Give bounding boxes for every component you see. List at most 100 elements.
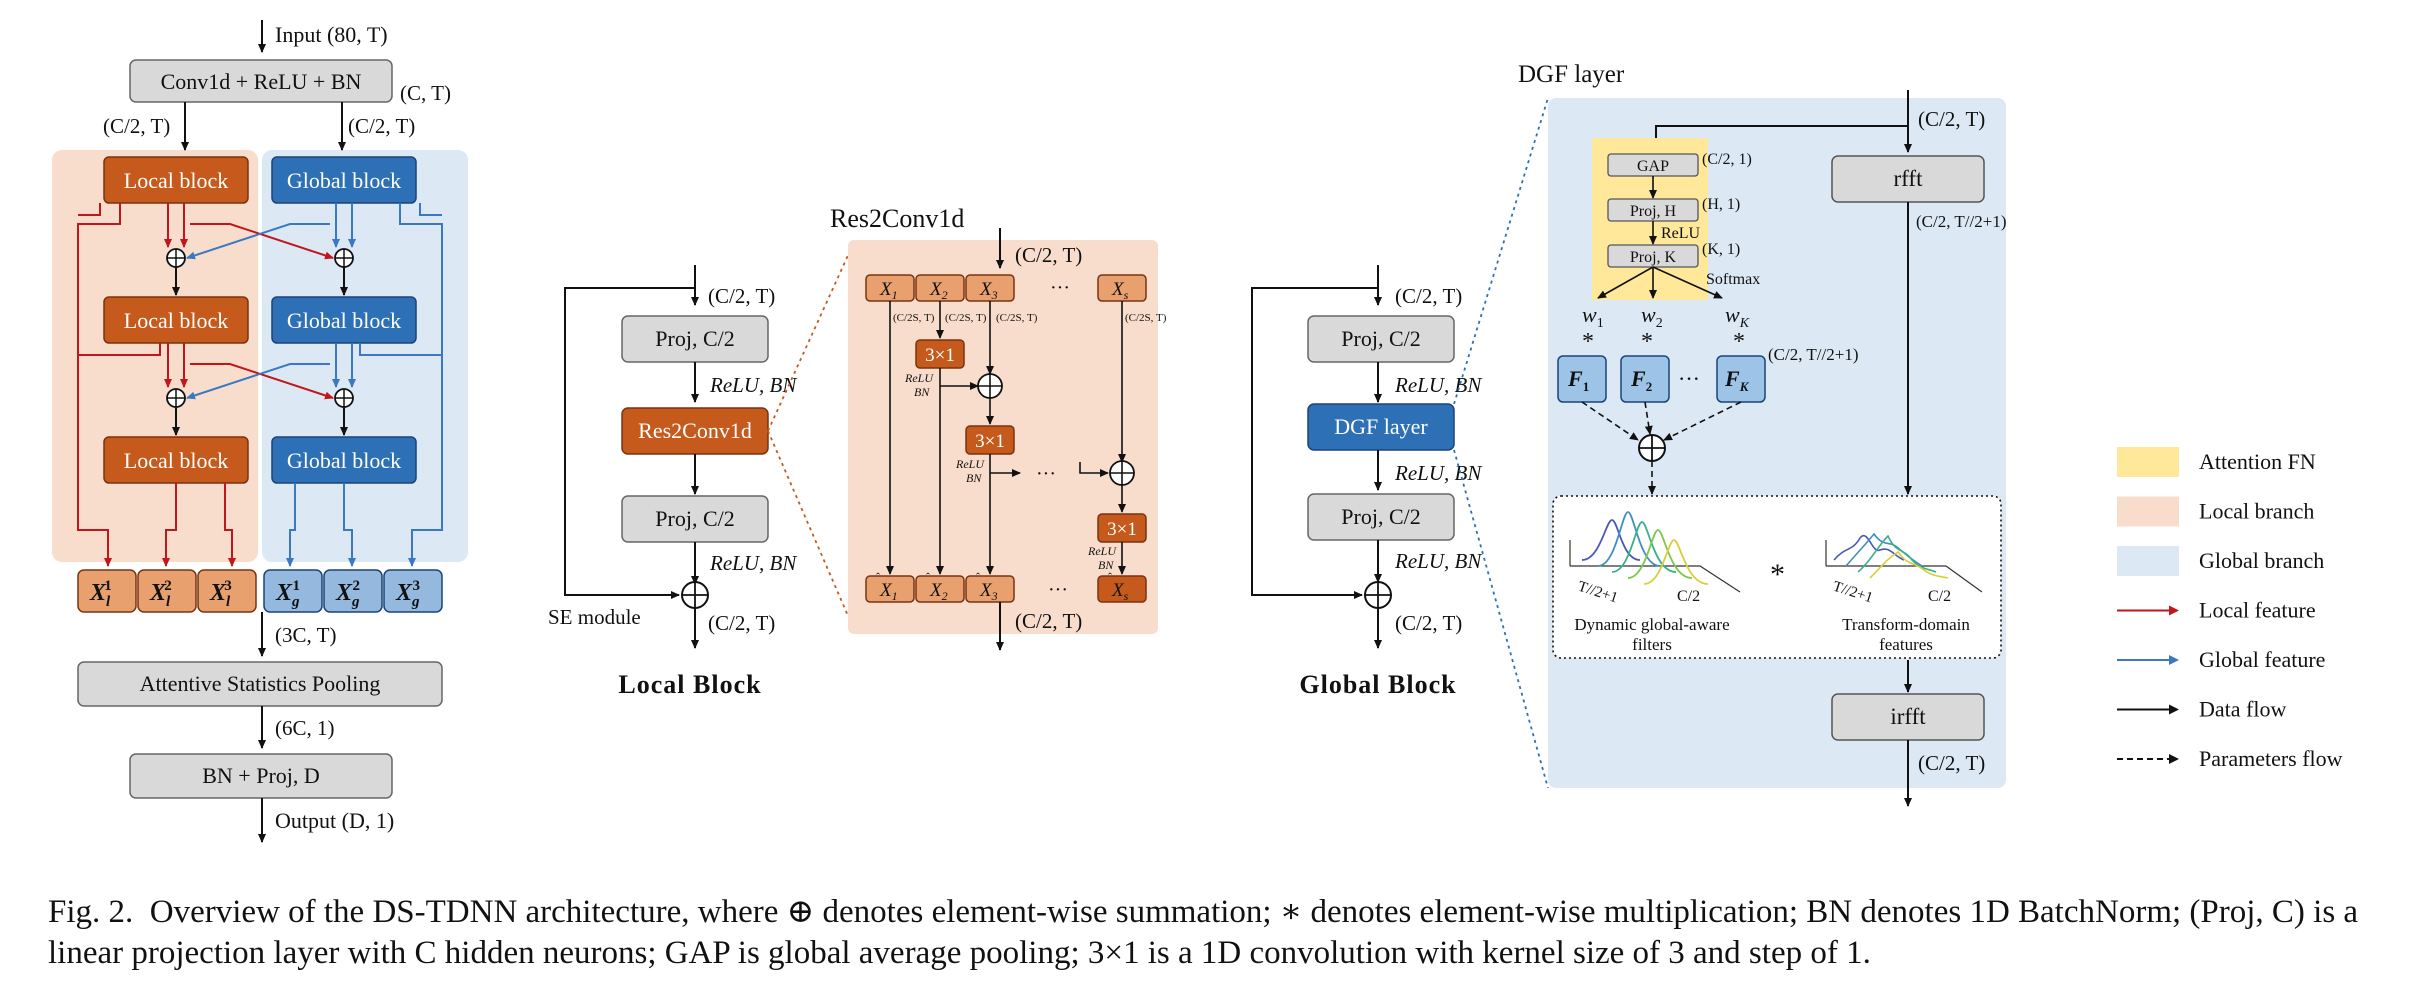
multiply-icon: * xyxy=(1582,329,1594,355)
dgf-softmax: Softmax xyxy=(1706,271,1760,288)
x-local-3 xyxy=(197,569,257,613)
conv-label: Conv1d + ReLU + BN xyxy=(161,69,362,94)
res2-bn-2: BN xyxy=(966,471,982,485)
local-block-2-label: Local block xyxy=(124,308,228,333)
legend-label: Local feature xyxy=(2199,598,2316,623)
local-block-1 xyxy=(103,156,249,204)
res2-input-splits: X1 X2 X3 Xs ··· xyxy=(865,274,1147,302)
x-global-2 xyxy=(323,569,383,613)
global-act1: ReLU, BN xyxy=(1394,373,1482,397)
asp-dim: (6C, 1) xyxy=(275,716,335,740)
local-proj2-label: Proj, C/2 xyxy=(655,506,734,531)
legend-item: Attention FN xyxy=(2117,447,2316,477)
f-dim: (C/2, T//2+1) xyxy=(1768,345,1859,364)
legend-item: Local feature xyxy=(2117,598,2316,623)
overall-architecture: Input (80, T) Conv1d + ReLU + BN (C, T) … xyxy=(52,20,468,843)
x-local-3-label: Xl3 xyxy=(209,578,232,610)
sum-icon xyxy=(1364,581,1392,609)
split-left-dim: (C/2, T) xyxy=(103,114,170,138)
legend-item: Global feature xyxy=(2117,647,2325,672)
dgf-relu: ReLU xyxy=(1661,225,1701,242)
legend-swatch xyxy=(2117,496,2179,527)
caption-fig: Fig. 2. xyxy=(48,894,134,930)
hat-icon: ˆ xyxy=(926,570,930,584)
hat-icon: ˆ xyxy=(976,570,980,584)
res2-conv-1-label: 3×1 xyxy=(925,345,955,366)
sum-icon xyxy=(334,388,354,408)
legend-item: Local branch xyxy=(2117,496,2314,527)
asp-box xyxy=(77,661,443,707)
global-act2: ReLU, BN xyxy=(1394,461,1482,485)
hat-icon: ˆ xyxy=(876,570,880,584)
dgf-out-dim: (C/2, T) xyxy=(1918,751,1985,775)
f2-label: F2 xyxy=(1630,366,1652,394)
res2conv-detail: Res2Conv1d (C/2, T) X1 X2 X3 Xs ··· (C/2… xyxy=(830,204,1167,651)
proj-k-label: Proj, K xyxy=(1630,249,1677,266)
x-local-1 xyxy=(77,569,137,613)
legend-label: Parameters flow xyxy=(2199,746,2343,771)
res2-dim-s: (C/2S, T) xyxy=(1125,312,1167,324)
output-label: Output (D, 1) xyxy=(275,808,394,833)
local-block-1-label: Local block xyxy=(124,168,228,193)
gap-dim: (C/2, 1) xyxy=(1702,151,1752,168)
legend-swatch xyxy=(2117,546,2179,576)
local-res2conv-label: Res2Conv1d xyxy=(638,418,752,443)
x-local-1-label: Xl1 xyxy=(89,578,112,610)
res2-y2 xyxy=(915,575,965,603)
x-local-2 xyxy=(137,569,197,613)
res2-relu-s: ReLU xyxy=(1087,544,1117,558)
res2-bn-s: BN xyxy=(1098,558,1114,572)
res2-relu-2: ReLU xyxy=(955,457,985,471)
res2-y3 xyxy=(965,575,1015,603)
proj-h-dim: (H, 1) xyxy=(1702,196,1740,213)
global-dgf-label: DGF layer xyxy=(1334,414,1428,439)
x-global-1-label: Xg1 xyxy=(275,578,300,610)
res2-x2-label: X2 xyxy=(929,279,948,302)
res2-in-dim: (C/2, T) xyxy=(1015,243,1082,267)
global-proj2 xyxy=(1307,493,1455,541)
multiply-icon: * xyxy=(1641,329,1653,355)
local-proj1-label: Proj, C/2 xyxy=(655,326,734,351)
dgf-in-dim: (C/2, T) xyxy=(1918,107,1985,131)
local-act2: ReLU, BN xyxy=(709,551,797,575)
gap-label: GAP xyxy=(1637,158,1669,175)
global-proj1-label: Proj, C/2 xyxy=(1341,326,1420,351)
global-proj1 xyxy=(1307,315,1455,363)
sum-icon xyxy=(977,373,1003,399)
res2-dots-mid: ··· xyxy=(1036,463,1056,485)
global-block-1 xyxy=(271,156,417,204)
res2-ys-label: Xs xyxy=(1111,580,1129,603)
filters-label-2: filters xyxy=(1632,635,1672,654)
asp-label: Attentive Statistics Pooling xyxy=(140,671,381,696)
res2-dots-bottom: ··· xyxy=(1048,579,1068,601)
legend-label: Global feature xyxy=(2199,647,2325,672)
w1-label: w1 xyxy=(1582,302,1604,331)
global-act3: ReLU, BN xyxy=(1394,549,1482,573)
fk-label: FK xyxy=(1724,366,1750,394)
res2-conv-s-label: 3×1 xyxy=(1107,519,1137,540)
multiply-icon: * xyxy=(1733,329,1745,355)
res2-ys xyxy=(1097,575,1147,603)
global-dgf xyxy=(1307,403,1455,451)
f-dots: ··· xyxy=(1678,366,1700,391)
res2-dim-1: (C/2S, T) xyxy=(893,312,935,324)
irfft-label: irfft xyxy=(1890,704,1926,729)
res2-relu-1: ReLU xyxy=(904,371,934,385)
rfft-dim: (C/2, T//2+1) xyxy=(1916,212,2007,231)
global-block-3-label: Global block xyxy=(287,448,401,473)
legend-label: Local branch xyxy=(2199,499,2314,524)
w2-label: w2 xyxy=(1641,302,1663,331)
legend-item: Parameters flow xyxy=(2117,746,2343,771)
x-feature-row: Xl1 Xl2 Xl3 Xg1 Xg2 Xg3 xyxy=(77,569,443,613)
global-block-2-label: Global block xyxy=(287,308,401,333)
features-label-2: features xyxy=(1879,635,1933,654)
split-right-dim: (C/2, T) xyxy=(348,114,415,138)
res2-dots-top: ··· xyxy=(1050,277,1070,299)
x-global-3-label: Xg3 xyxy=(395,578,420,610)
proj-h-label: Proj, H xyxy=(1630,203,1677,220)
arrow-head-icon xyxy=(2169,754,2179,764)
res2-dim-3: (C/2S, T) xyxy=(996,312,1038,324)
filters-axis-c: C/2 xyxy=(1677,588,1700,605)
res2-y2-label: X2 xyxy=(929,580,948,603)
